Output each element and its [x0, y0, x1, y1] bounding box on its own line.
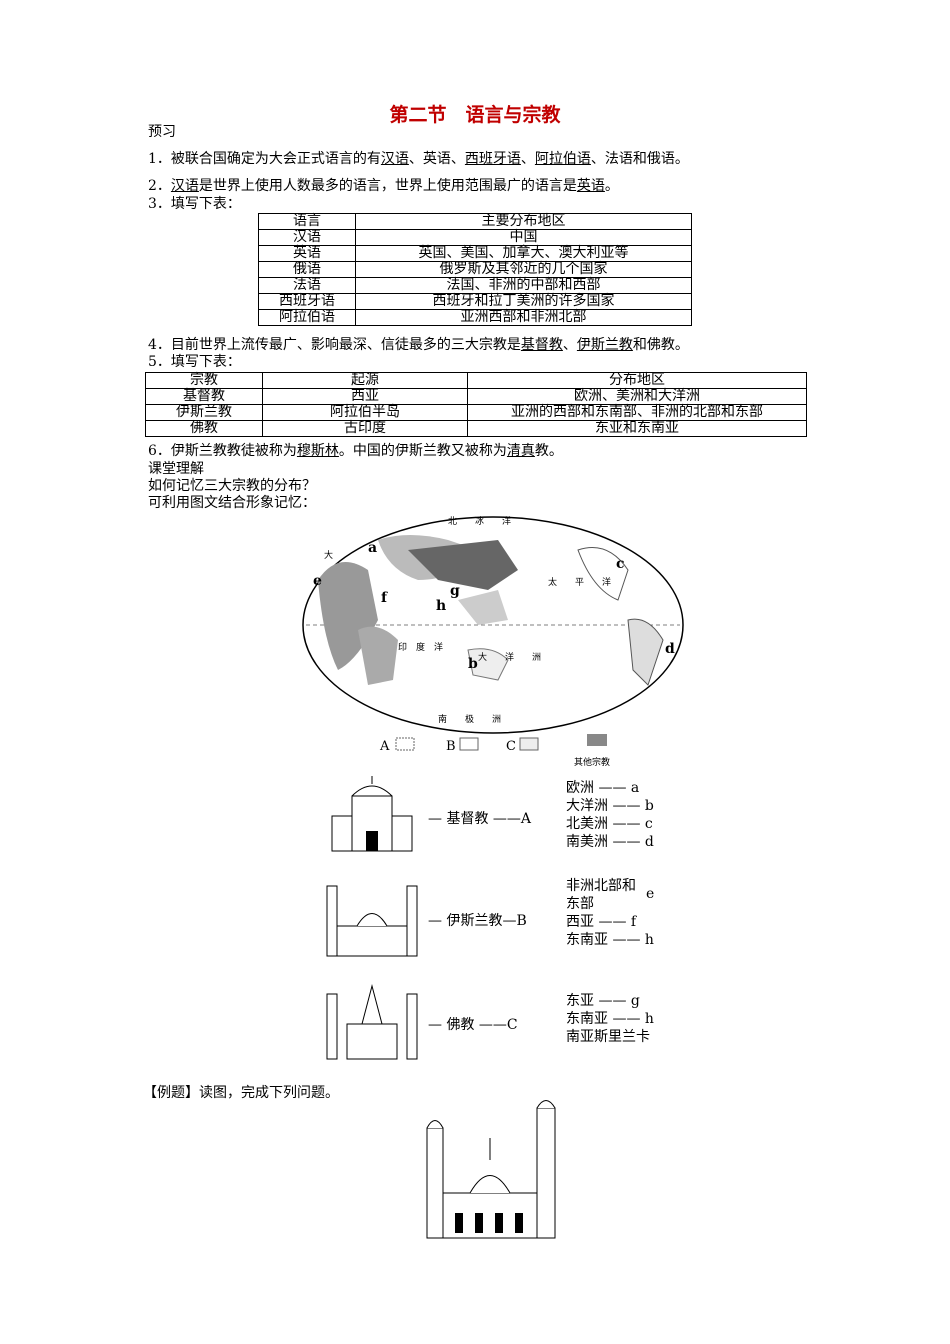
- section-preview: 预习: [148, 124, 176, 140]
- page-title: 第二节 语言与宗教: [389, 104, 561, 126]
- example-mosque-illustration: [426, 1100, 556, 1239]
- question-4: 4．目前世界上流传最广、影响最深、信徒最多的三大宗教是基督教、伊斯兰教和佛教。: [148, 337, 689, 353]
- map-letter-b: b: [468, 656, 478, 672]
- map-label-arctic: 北 冰 洋: [448, 515, 511, 527]
- question-2: 2．汉语是世界上使用人数最多的语言，世界上使用范围最广的语言是英语。: [148, 178, 619, 194]
- map-letter-f: f: [381, 590, 388, 606]
- pagoda-illustration: [326, 984, 418, 1060]
- list-item: 东亚 —— g: [566, 993, 640, 1009]
- section-class: 课堂理解: [148, 461, 204, 477]
- table-row: 英语英国、美国、加拿大、澳大利亚等: [258, 245, 692, 262]
- list-item: 北美洲 —— c: [566, 816, 653, 832]
- map-label-oceania: 大 洋 洲: [478, 651, 541, 663]
- question-6: 6．伊斯兰教教徒被称为穆斯林。中国的伊斯兰教又被称为清真教。: [148, 443, 563, 459]
- legend-c: C: [506, 739, 516, 754]
- table-row: 佛教古印度东亚和东南亚: [145, 420, 807, 437]
- table-row: 阿拉伯语亚洲西部和非洲北部: [258, 309, 692, 326]
- map-letter-a: a: [368, 540, 377, 556]
- legend-b: B: [446, 739, 456, 754]
- tree-list-c: 东亚 —— g 东南亚 —— h 南亚斯里兰卡: [566, 992, 654, 1046]
- table-header: 起源: [262, 372, 468, 389]
- list-item: 西亚 —— f: [566, 914, 637, 930]
- memory-hint: 可利用图文结合形象记忆：: [148, 495, 316, 511]
- table-row: 西班牙语西班牙和拉丁美洲的许多国家: [258, 293, 692, 310]
- table-header: 主要分布地区: [355, 213, 692, 230]
- map-letter-e: e: [313, 573, 322, 589]
- tree-list-a: 欧洲 —— a 大洋洲 —— b 北美洲 —— c 南美洲 —— d: [566, 779, 654, 851]
- table-row: 俄语俄罗斯及其邻近的几个国家: [258, 261, 692, 278]
- mosque-illustration: [326, 885, 418, 957]
- tree-christianity: — 基督教 ——A: [428, 811, 532, 827]
- language-table: 语言 主要分布地区 汉语中国 英语英国、美国、加拿大、澳大利亚等 俄语俄罗斯及其…: [258, 213, 692, 326]
- list-item: 非洲北部和东部: [566, 878, 636, 912]
- map-label: 太 平 洋: [548, 576, 611, 588]
- legend-a: A: [379, 739, 390, 754]
- example: 【例题】读图，完成下列问题。: [143, 1085, 339, 1101]
- list-item: 大洋洲 —— b: [566, 798, 654, 814]
- table-row: 法语法国、非洲的中部和西部: [258, 277, 692, 294]
- question-3: 3．填写下表：: [148, 196, 241, 212]
- map-letter-d: d: [665, 641, 675, 657]
- list-item: 南亚斯里兰卡: [566, 1029, 650, 1045]
- table-header: 语言: [258, 213, 356, 230]
- table-header: 分布地区: [467, 372, 807, 389]
- tree-islam: — 伊斯兰教—B: [428, 913, 527, 929]
- table-header: 宗教: [145, 372, 263, 389]
- list-item: 东南亚 —— h: [566, 1011, 654, 1027]
- table-row: 汉语中国: [258, 229, 692, 246]
- church-illustration: [331, 776, 413, 852]
- question-1: 1．被联合国确定为大会正式语言的有汉语、英语、西班牙语、阿拉伯语、法语和俄语。: [148, 151, 689, 167]
- list-item: 东南亚 —— h: [566, 932, 654, 948]
- map-letter-h: h: [436, 598, 446, 614]
- table-row: 伊斯兰教阿拉伯半岛亚洲的西部和东南部、非洲的北部和东部: [145, 404, 807, 421]
- table-row: 基督教西亚欧洲、美洲和大洋洲: [145, 388, 807, 405]
- map-letter-c: c: [616, 556, 625, 572]
- tree-letter-e: e: [646, 886, 655, 902]
- religion-table: 宗教 起源 分布地区 基督教西亚欧洲、美洲和大洋洲 伊斯兰教阿拉伯半岛亚洲的西部…: [145, 372, 807, 437]
- memory-question: 如何记忆三大宗教的分布？: [148, 478, 316, 494]
- tree-list-b: 非洲北部和东部 西亚 —— f 东南亚 —— h: [566, 877, 654, 949]
- map-label-antarctic: 南 极 洲: [438, 713, 501, 725]
- map-label: 大: [324, 549, 333, 561]
- tree-buddhism: — 佛教 ——C: [428, 1017, 518, 1033]
- list-item: 南美洲 —— d: [566, 834, 654, 850]
- map-label-indian: 印 度 洋: [398, 641, 443, 653]
- world-religion-map: 北 冰 洋 大 太 平 洋 印 度 洋 大 洋 洲 南 极 洲 a b c d …: [302, 515, 684, 768]
- question-5: 5．填写下表：: [148, 354, 241, 370]
- list-item: 欧洲 —— a: [566, 780, 640, 796]
- map-letter-g: g: [450, 583, 460, 599]
- legend-other: 其他宗教: [574, 756, 610, 768]
